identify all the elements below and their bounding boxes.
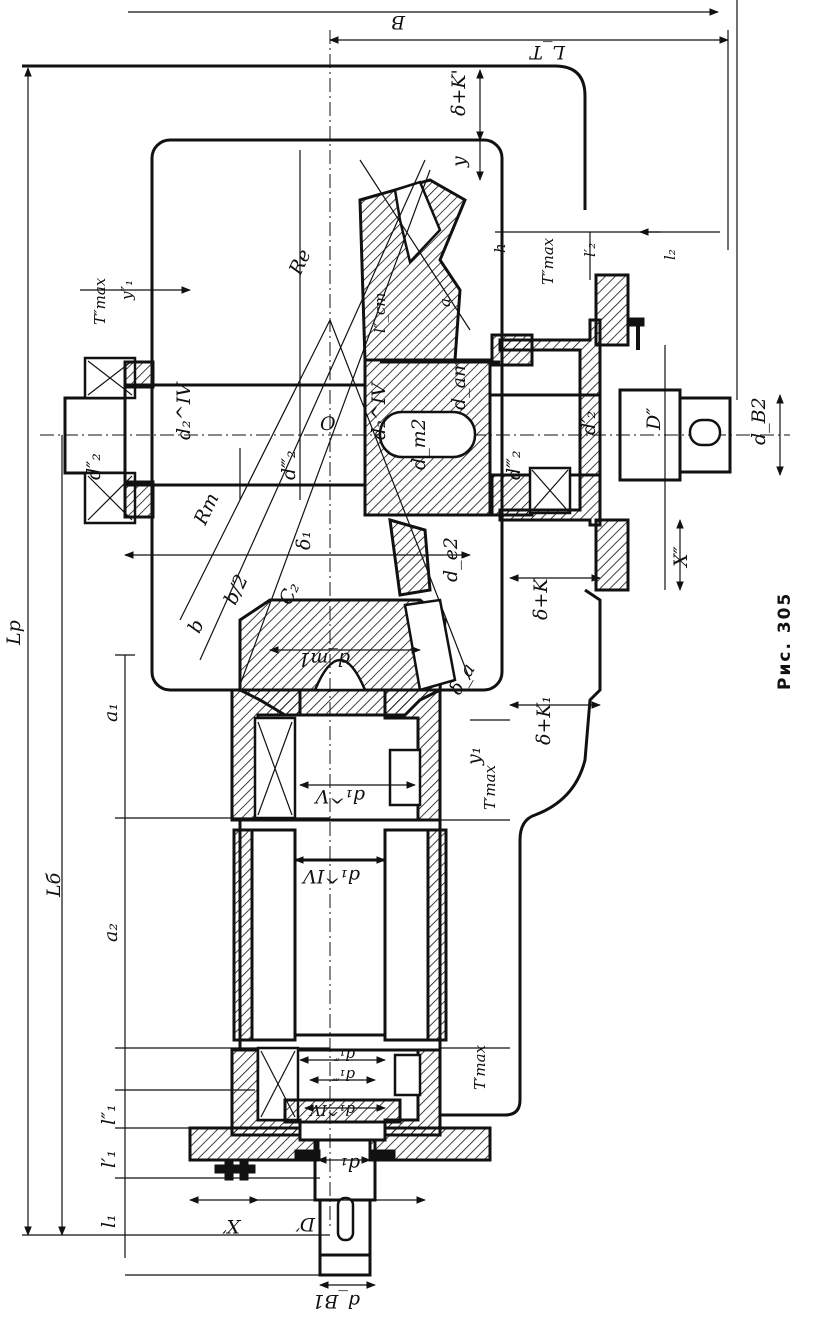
label-b: b [184, 616, 209, 636]
label-d1-iv: d₁^IV [301, 865, 360, 887]
label-y1: y₁ [463, 747, 485, 766]
label-D-pp: D″ [643, 408, 665, 431]
label-delta-k1: δ+K₁ [533, 696, 555, 745]
label-d2-p: d′₂ [578, 411, 600, 435]
label-l1p: l′₁ [98, 1150, 120, 1168]
label-Re: Re [284, 246, 315, 279]
label-l-cm: l″_cm [371, 292, 389, 333]
label-b-half: b/2 [220, 571, 253, 608]
labels: B L_T δ+K' y Re Rm O a l″_cm h T″max l′₂… [3, 11, 795, 1312]
label-a2: a₂ [100, 923, 122, 942]
bevel-pinion [238, 517, 457, 717]
cone-lines [179, 30, 471, 1230]
label-l1pp: l″₁ [98, 1104, 120, 1125]
right-dimensions [80, 69, 784, 1164]
output-shaft [40, 273, 790, 592]
label-d1-v: d₁^V [313, 785, 365, 807]
left-dimensions [22, 67, 426, 1289]
label-d2-iv-left: d₂^IV [173, 381, 195, 440]
label-T1max-b: T′max [471, 1044, 489, 1090]
label-y1-top: y″₁ [118, 280, 136, 301]
label-h: h [491, 243, 509, 253]
label-d1-pp: d₁″ [333, 1046, 355, 1064]
top-dimensions [128, 0, 738, 400]
label-d1-ppp: d₁‴ [331, 1066, 355, 1084]
label-d2-pp: d″₂ [83, 453, 105, 480]
label-dm2: d_m2 [408, 418, 430, 470]
label-dB1: d_B1 [312, 1290, 360, 1312]
label-l2: l₂ [661, 249, 679, 260]
label-B: B [391, 11, 406, 33]
label-T1max: T′max [481, 764, 499, 810]
input-shaft-housing [125, 688, 492, 1277]
label-Tmax-pp: T″max [539, 237, 557, 285]
label-D-p: D′ [295, 1213, 316, 1235]
label-d2-ppp: d‴₂ [278, 450, 300, 480]
outer-housing [22, 64, 602, 1117]
label-delta1: δ₁ [293, 531, 315, 550]
label-Rm: Rm [189, 490, 223, 530]
label-d2-ppp-r: d‴₂ [503, 450, 525, 480]
label-a: a [436, 298, 454, 307]
label-LT: L_T [529, 41, 566, 63]
label-delta-k: δ+K' [448, 69, 470, 116]
label-dam: d_am [448, 359, 470, 410]
label-d1-iv-b: d₁^IV [308, 1101, 355, 1119]
label-l1: l₁ [98, 1214, 120, 1228]
label-delta-k-mid: δ+K [530, 577, 552, 620]
label-dm1: d_m1 [298, 648, 350, 670]
label-d2-iv-hub: d₂^IV [368, 381, 390, 440]
label-Tmax-top: T″max [91, 277, 109, 325]
label-d1: d₁ [340, 1153, 360, 1175]
label-dB2: d_B2 [748, 397, 770, 445]
label-y: y [448, 156, 470, 168]
label-l2p: l′₂ [581, 243, 599, 257]
label-a1: a₁ [100, 703, 122, 722]
label-Lb: Lб [43, 872, 65, 898]
label-X-p: X′ [221, 1215, 242, 1237]
label-d-e2: d_e2 [440, 537, 462, 582]
label-X-pp: X″ [670, 546, 692, 569]
label-Lp: Lp [3, 620, 25, 646]
label-O: O [320, 413, 336, 435]
figure-caption: Рис. 305 [775, 592, 795, 690]
